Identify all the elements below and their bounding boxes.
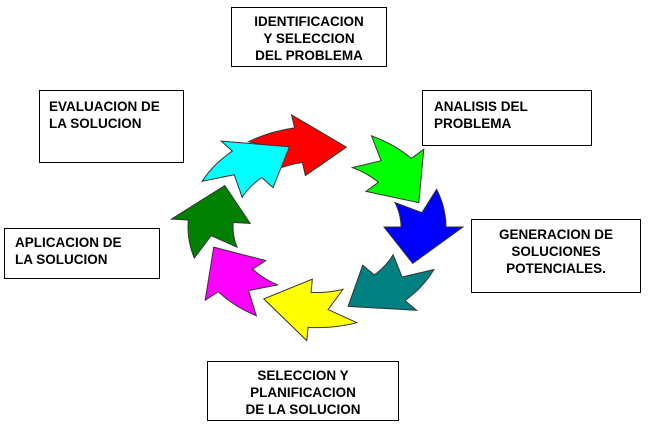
box-analisis-line-2: PROBLEMA (434, 116, 512, 131)
box-seleccion: SELECCION Y PLANIFICACION DE LA SOLUCION (207, 361, 399, 421)
box-identificacion-line-1: IDENTIFICACION (254, 14, 364, 29)
box-aplicacion-line-2: LA SOLUCION (15, 252, 108, 267)
box-generacion-line-1: GENERACION DE (498, 227, 613, 242)
cycle-arrow-generacion (382, 188, 465, 265)
box-identificacion-line-2: Y SELECCION (263, 31, 355, 46)
box-analisis: ANALISIS DEL PROBLEMA (422, 90, 592, 146)
box-seleccion-line-2: PLANIFICACION (250, 385, 356, 400)
cycle-arrow-evaluacion (200, 140, 291, 199)
cycle-arrow-aplicacion (204, 246, 280, 317)
box-analisis-line-1: ANALISIS DEL (434, 99, 528, 114)
box-evaluacion-line-2: LA SOLUCION (49, 116, 142, 131)
box-seleccion-line-3: DE LA SOLUCION (245, 402, 361, 417)
box-generacion-line-2: SOLUCIONES (511, 244, 601, 259)
box-identificacion-line-3: DEL PROBLEMA (255, 48, 363, 63)
cycle-arrow-green-dark (169, 184, 252, 260)
box-identificacion: IDENTIFICACION Y SELECCION DEL PROBLEMA (231, 7, 387, 67)
cycle-arrow-teal (347, 253, 435, 311)
cycle-arrow-analisis (350, 134, 425, 204)
box-aplicacion: APLICACION DE LA SOLUCION (4, 228, 160, 279)
box-evaluacion: EVALUACION DE LA SOLUCION (39, 90, 184, 163)
box-evaluacion-line-1: EVALUACION DE (49, 99, 160, 114)
cycle-arrow-seleccion (262, 278, 359, 342)
box-generacion: GENERACION DE SOLUCIONES POTENCIALES. (471, 219, 641, 293)
box-generacion-line-3: POTENCIALES. (506, 261, 606, 276)
box-seleccion-line-1: SELECCION Y (257, 368, 349, 383)
box-aplicacion-line-1: APLICACION DE (15, 235, 122, 250)
